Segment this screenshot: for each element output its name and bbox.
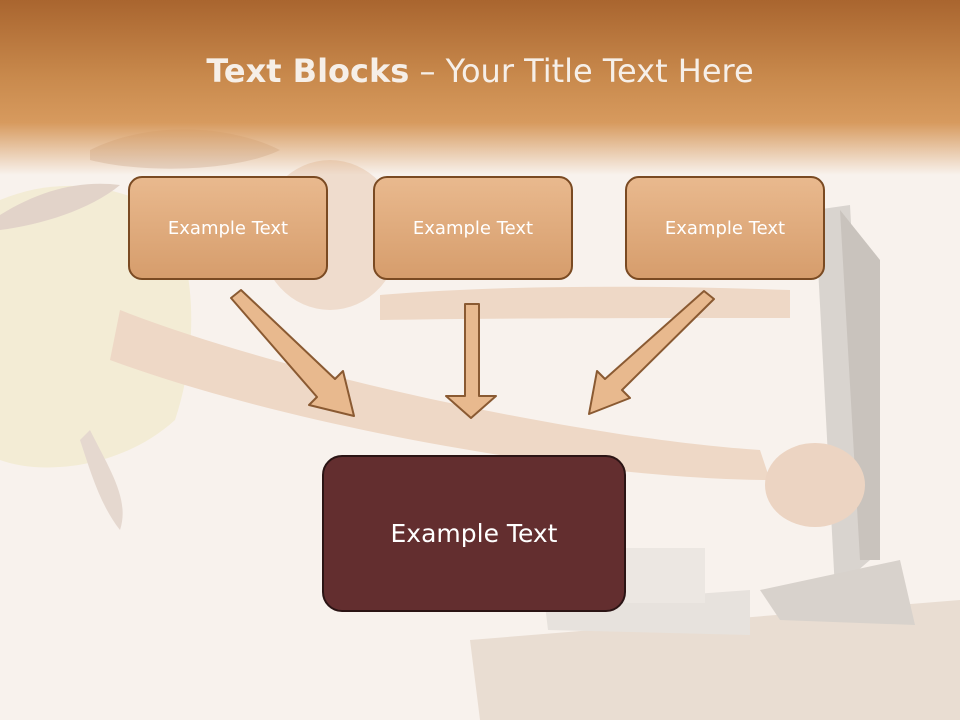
arrow-left: [230, 289, 355, 417]
slide-title: Text Blocks – Your Title Text Here: [0, 52, 960, 90]
text-block-2[interactable]: Example Text: [373, 176, 573, 280]
main-text-block-label: Example Text: [390, 519, 558, 548]
text-block-3-label: Example Text: [664, 217, 786, 239]
text-block-1[interactable]: Example Text: [128, 176, 328, 280]
title-dash: –: [409, 52, 446, 90]
title-band: [0, 0, 960, 175]
title-rest: Your Title Text Here: [445, 52, 754, 90]
arrow-center: [445, 303, 497, 419]
arrow-right: [588, 290, 715, 415]
text-block-1-label: Example Text: [167, 217, 289, 239]
text-block-2-label: Example Text: [412, 217, 534, 239]
text-block-3[interactable]: Example Text: [625, 176, 825, 280]
main-text-block[interactable]: Example Text: [322, 455, 626, 612]
title-bold-part: Text Blocks: [206, 52, 410, 90]
